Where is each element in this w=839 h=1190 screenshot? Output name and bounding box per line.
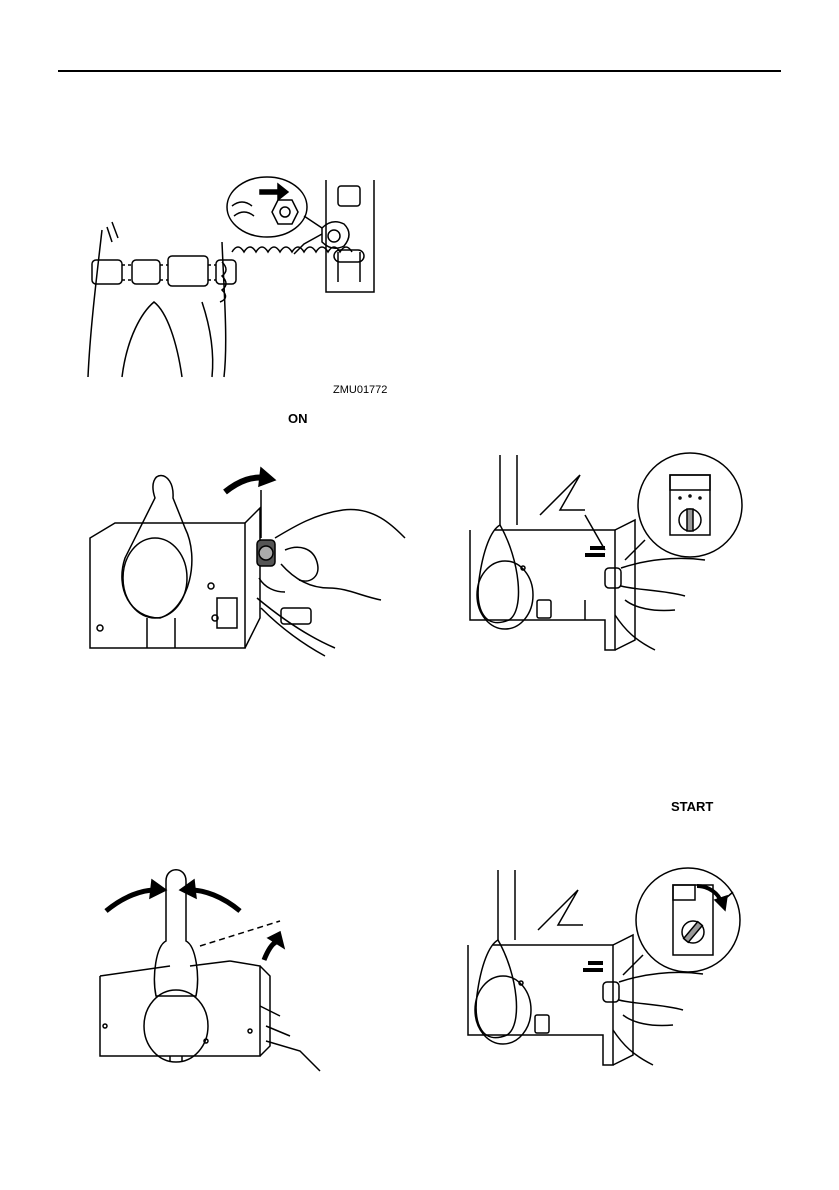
key-inserted-illustration	[465, 450, 745, 655]
lanyard-illustration	[82, 172, 392, 382]
start-label: START	[671, 799, 713, 814]
reverse-arrow	[190, 890, 240, 911]
forward-arrow	[106, 890, 156, 911]
on-label: ON	[288, 411, 308, 426]
detail-callout	[636, 868, 740, 972]
key	[605, 568, 621, 588]
figure-code: ZMU01772	[333, 384, 387, 396]
key-on-illustration	[85, 468, 405, 658]
lever-neutral-illustration	[100, 866, 320, 1071]
header-rule	[58, 70, 781, 72]
lift-arrow	[264, 942, 276, 960]
detail-callout	[638, 453, 742, 557]
key	[603, 982, 619, 1002]
key-start-illustration	[463, 860, 743, 1070]
